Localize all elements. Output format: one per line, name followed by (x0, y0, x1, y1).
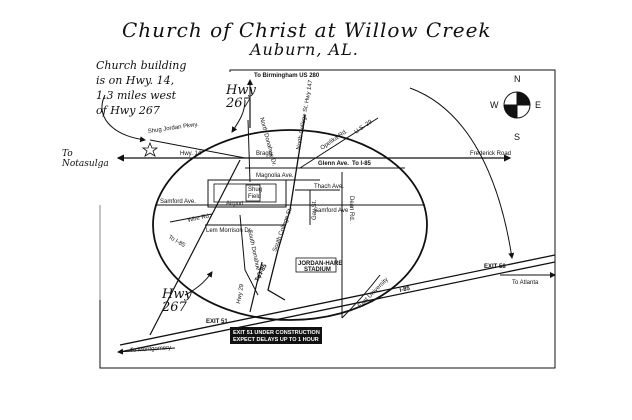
compass-n: N (514, 74, 521, 84)
road-hwy-29 (249, 261, 263, 313)
label-exit-58: EXIT 58 (484, 264, 506, 270)
ring-road (152, 129, 428, 321)
label-magnolia: Magnolia Ave. (256, 173, 294, 179)
note-line: is on Hwy. 14, (96, 74, 175, 87)
construction-banner (230, 327, 322, 344)
direction-line: To (62, 149, 73, 159)
road-north-donahue (247, 119, 251, 183)
label-wire: Wire Rd. (187, 213, 211, 224)
note-line: Church building (96, 59, 187, 72)
compass-rose-icon (503, 91, 531, 119)
hwy-267-top-pointer (231, 99, 246, 133)
label-shug: Shug (248, 187, 262, 193)
label-opelika: Opelika Rd. (320, 129, 349, 152)
label-us29: U.S. 29 (354, 119, 374, 136)
label-shug-jordan: Shug Jordan Pkwy. (147, 122, 199, 135)
label-birmingham: To Birmingham US 280 (254, 73, 320, 79)
label-to-i85-east: To I-85 (352, 161, 372, 167)
hwy-label-line: Hwy (226, 83, 256, 98)
label-hwy-29: Hwy 29 (236, 283, 245, 304)
label-samford-left: Samford Ave. (160, 199, 196, 205)
note-pointer-arrow (101, 94, 146, 143)
label-stadium-1: JORDAN-HARE (298, 261, 342, 267)
road-south-college (267, 209, 291, 301)
label-to-i85-sw: To I-85 (167, 235, 186, 250)
label-samford-right: Samford Ave (314, 208, 349, 214)
church-location-note: Church building is on Hwy. 14, 1.3 miles… (96, 58, 226, 118)
label-glenn: Glenn Ave. (318, 161, 349, 167)
label-dean: Dean Rd. (348, 196, 354, 222)
map-subtitle: Auburn, AL. (250, 40, 359, 59)
shug-field (245, 184, 261, 202)
compass-w: W (490, 100, 499, 110)
label-bragg: Bragg (256, 151, 272, 157)
label-i85: I-85 (399, 286, 411, 294)
church-star-icon (141, 141, 159, 157)
label-to-montgomery: To Montgomery (130, 345, 172, 354)
map-frame (99, 69, 556, 369)
road-north-college (289, 114, 306, 211)
map-title: Church of Christ at Willow Creek (122, 18, 492, 42)
banner-line-1: EXIT 51 UNDER CONSTRUCTION (233, 330, 320, 336)
label-hwy-14: Hwy. 14 (180, 151, 202, 157)
campus-block (207, 179, 287, 208)
label-airport: Airport (226, 201, 244, 207)
to-montgomery-arrow (117, 347, 176, 355)
label-north-donahue: North Donahue Dr. (258, 117, 277, 167)
label-south-college: South College St. (272, 206, 294, 252)
interstate-85-north-lane (119, 254, 556, 346)
label-exit-51: EXIT 51 (206, 319, 228, 325)
route-arc-to-exit-58 (409, 87, 515, 259)
hwy-267-bottom-pointer (184, 271, 213, 296)
road-hwy-267 (149, 159, 241, 336)
road-opelika (299, 117, 379, 169)
to-notasulga-label: To Notasulga (62, 149, 109, 169)
road-shug-jordan (149, 139, 246, 159)
label-frederick: Frederick Road (470, 151, 511, 157)
label-to-atlanta: To Atlanta (512, 280, 539, 286)
banner-line-2: EXPECT DELAYS UP TO 1 HOUR (233, 337, 319, 343)
compass-e: E (535, 100, 541, 110)
road-wire (169, 213, 213, 223)
note-line: of Hwy 267 (96, 104, 160, 117)
note-line: 1.3 miles west (96, 89, 177, 102)
label-field: Field (248, 194, 261, 200)
label-thach: Thach Ave. (314, 184, 344, 190)
compass-s: S (514, 132, 520, 142)
airport-runway (213, 183, 277, 203)
label-gay: Gay St. (312, 200, 318, 220)
hwy-label-line: 267 (162, 300, 187, 315)
interstate-85-south-lane (119, 261, 556, 353)
road-south-donahue (239, 214, 259, 296)
label-north-college: North College St. Hwy 147 (296, 79, 314, 150)
label-lem-morrison: Lem Morrison Dr. (206, 228, 252, 234)
label-stadium-2: STADIUM (304, 267, 331, 273)
stadium-box (295, 257, 337, 273)
direction-line: Notasulga (62, 159, 109, 169)
